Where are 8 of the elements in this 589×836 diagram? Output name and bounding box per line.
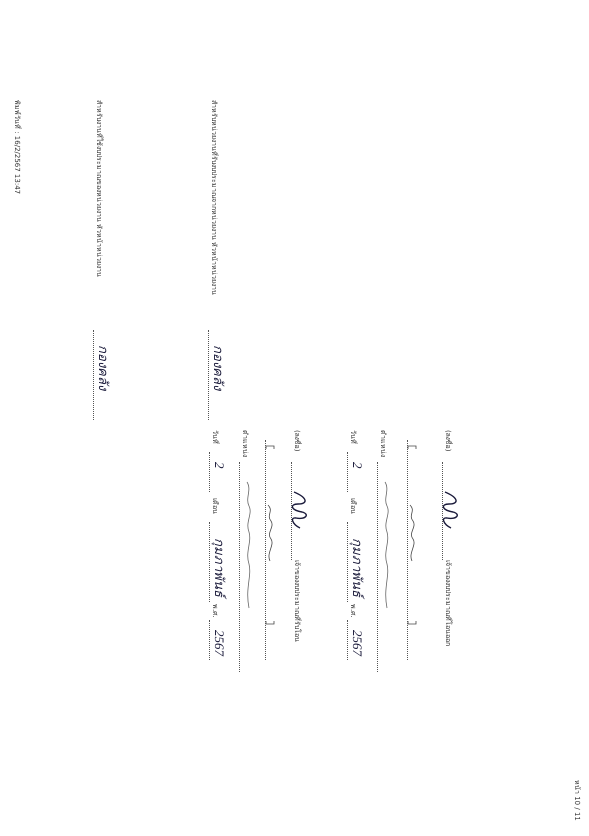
handwritten-text: 2	[211, 462, 227, 468]
handwritten-text: กุมภาพันธ์	[211, 538, 227, 597]
handwritten-text: 2	[349, 462, 365, 468]
handwritten-text: กองคลัง	[95, 345, 111, 390]
handwritten-text: กุมภาพันธ์	[349, 538, 365, 597]
handwritten-text: กองคลัง	[210, 345, 226, 390]
handwritten-text: 2567	[349, 630, 365, 656]
handwritten-text: 2567	[211, 630, 227, 656]
